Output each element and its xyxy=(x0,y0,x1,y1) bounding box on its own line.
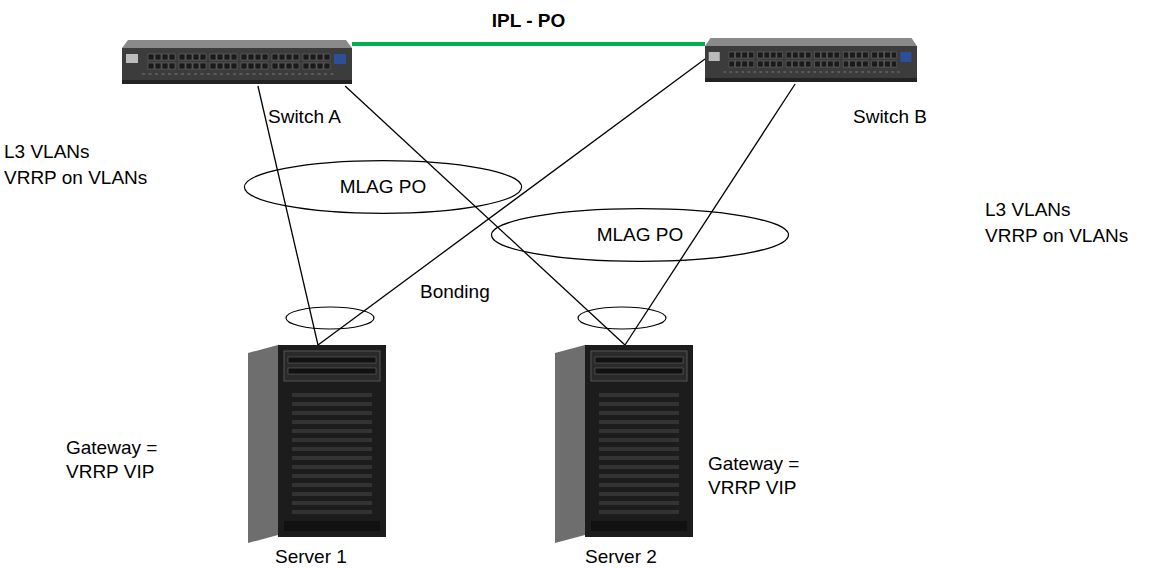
switch-illustration xyxy=(705,34,917,84)
bonding-ellipse xyxy=(578,307,666,329)
server-tower: Server 2 xyxy=(555,345,695,543)
annotation-label: L3 VLANs xyxy=(4,140,90,164)
annotation-label: Gateway = VRRP VIP xyxy=(66,436,186,484)
annotation-label: Gateway = VRRP VIP xyxy=(708,452,828,500)
switch-illustration xyxy=(122,36,352,86)
link-label: IPL - PO xyxy=(489,10,569,32)
annotation-label: VRRP on VLANs xyxy=(4,166,147,190)
mlag-po-ellipse: MLAG PO xyxy=(490,207,790,263)
annotation-label: VRRP on VLANs xyxy=(985,224,1128,248)
network-switch: Switch A xyxy=(122,36,352,86)
mlag-link xyxy=(318,59,705,345)
server-illustration xyxy=(248,345,388,543)
bonding-ellipse xyxy=(286,307,374,329)
device-label: Switch A xyxy=(268,106,341,128)
ipl-link xyxy=(352,42,705,46)
mlag-link xyxy=(625,84,795,345)
device-label: Switch B xyxy=(853,106,927,128)
server-tower: Server 1 xyxy=(248,345,388,543)
device-label: Server 2 xyxy=(585,546,657,568)
device-label: Server 1 xyxy=(275,546,347,568)
ellipse-label: MLAG PO xyxy=(340,176,427,198)
annotation-label: L3 VLANs xyxy=(985,198,1071,222)
network-switch: Switch B xyxy=(705,34,917,84)
annotation-label: Bonding xyxy=(420,280,490,304)
server-illustration xyxy=(555,345,695,543)
mlag-link xyxy=(345,86,625,345)
mlag-po-ellipse: MLAG PO xyxy=(243,159,523,215)
ellipse-label: MLAG PO xyxy=(597,224,684,246)
